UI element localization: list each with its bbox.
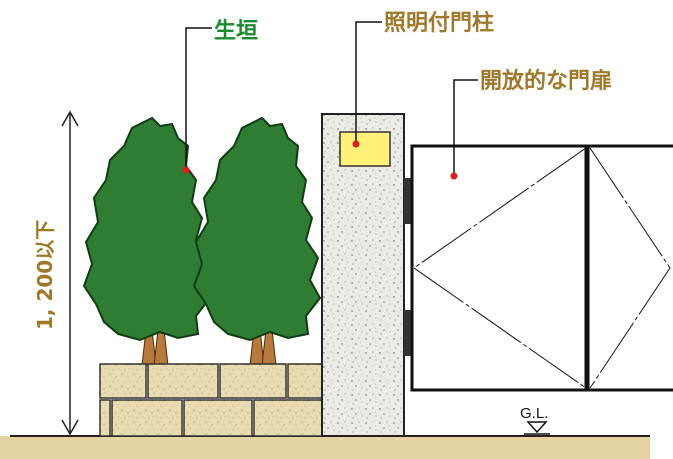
gate-light-pillar-label: 照明付門柱 bbox=[384, 11, 494, 36]
gate-hinge-bottom bbox=[404, 310, 412, 356]
height-dimension-arrow bbox=[61, 110, 79, 436]
leader-gate bbox=[453, 79, 478, 176]
stone-wall bbox=[99, 363, 323, 437]
hedge-tree-right bbox=[192, 116, 322, 342]
leader-hedge bbox=[185, 27, 212, 170]
ground-level-label: G.L. bbox=[520, 405, 548, 422]
open-gate-panels bbox=[410, 144, 673, 392]
height-limit-label: 1, 200以下 bbox=[33, 220, 57, 330]
gate-pillar bbox=[321, 113, 405, 437]
pillar-lamp bbox=[339, 131, 391, 167]
hedge-tree-left bbox=[82, 116, 212, 342]
hedge-marker-dot bbox=[182, 166, 190, 174]
leader-pillar bbox=[355, 21, 382, 144]
tree-trunks bbox=[141, 329, 277, 366]
ground-level-triangle bbox=[526, 421, 548, 434]
gate-marker-dot bbox=[450, 172, 458, 180]
gate-hinge-top bbox=[404, 178, 412, 224]
open-gate-label: 開放的な門扉 bbox=[480, 68, 612, 94]
pillar-marker-dot bbox=[352, 140, 360, 148]
hedge-label: 生垣 bbox=[214, 19, 258, 44]
gate-panel-left bbox=[410, 144, 588, 392]
gate-panel-right bbox=[586, 144, 673, 392]
ground-strip bbox=[0, 436, 650, 459]
